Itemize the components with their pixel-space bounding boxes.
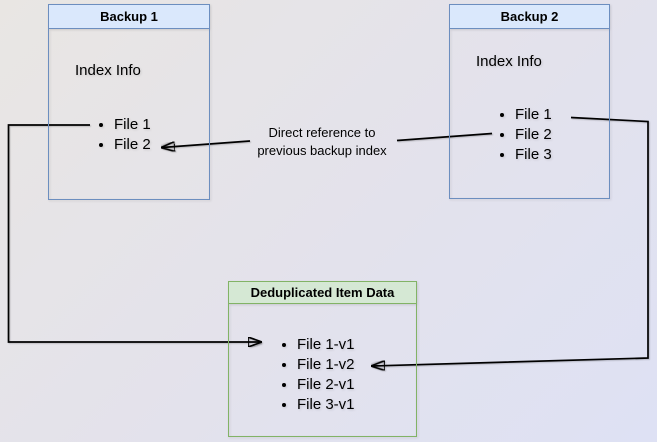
edge-label-line1: Direct reference to — [268, 125, 376, 140]
edge-label-line2: previous backup index — [257, 143, 387, 158]
file-item: File 2 — [515, 125, 552, 145]
file-item: File 1-v1 — [297, 335, 355, 355]
file-item: File 1 — [515, 105, 552, 125]
backup1-box: Backup 1 Index Info File 1 File 2 — [48, 4, 210, 200]
file-item: File 1-v2 — [297, 355, 355, 375]
backup2-box: Backup 2 Index Info File 1 File 2 File 3 — [449, 4, 610, 199]
direct-reference-edge-label: Direct reference to previous backup inde… — [232, 124, 412, 160]
file-item: File 3 — [515, 145, 552, 165]
backup2-file-list: File 1 File 2 File 3 — [497, 105, 552, 165]
backup1-title: Backup 1 — [49, 5, 209, 29]
dedup-title: Deduplicated Item Data — [229, 282, 416, 304]
backup2-index-info-label: Index Info — [476, 53, 542, 70]
file-item: File 2 — [114, 135, 151, 155]
file-item: File 2-v1 — [297, 375, 355, 395]
backup1-index-info-label: Index Info — [75, 62, 141, 79]
dedup-file-list: File 1-v1 File 1-v2 File 2-v1 File 3-v1 — [279, 335, 355, 415]
file-item: File 3-v1 — [297, 395, 355, 415]
backup2-title: Backup 2 — [450, 5, 609, 29]
backup1-file-list: File 1 File 2 — [96, 115, 151, 155]
file-item: File 1 — [114, 115, 151, 135]
deduplicated-item-data-box: Deduplicated Item Data File 1-v1 File 1-… — [228, 281, 417, 437]
